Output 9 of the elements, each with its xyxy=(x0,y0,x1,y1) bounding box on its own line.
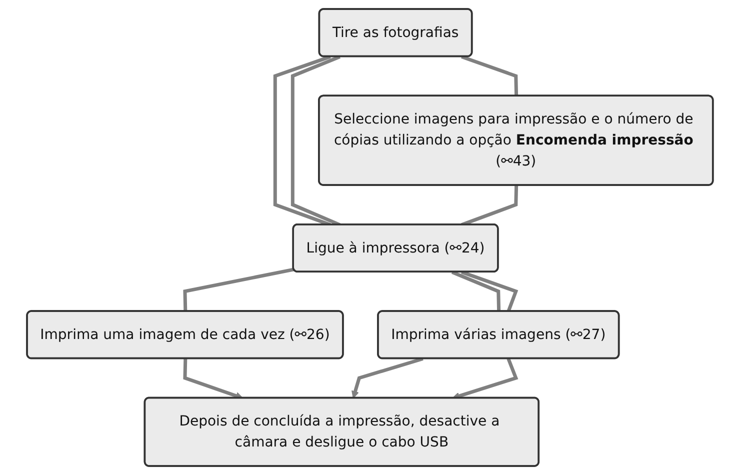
arrow xyxy=(452,358,518,400)
arrow xyxy=(183,358,244,400)
connector xyxy=(461,270,518,312)
connector xyxy=(451,270,501,312)
connector xyxy=(183,268,294,312)
flowchart: Tire as fotografias Seleccione imagens para impressão e o número de cópias utilizando a opção Encomenda impressão (⚯43) Ligue à impressora (⚯24) Imprima uma imagem de cada vez (⚯26) Imprima várias imagens (⚯27) Depois de concluída a impressão, desactive a câmara e desligue o cabo USB xyxy=(20,2,720,473)
connector xyxy=(461,55,518,96)
connector xyxy=(461,185,518,226)
arrow xyxy=(352,357,424,398)
